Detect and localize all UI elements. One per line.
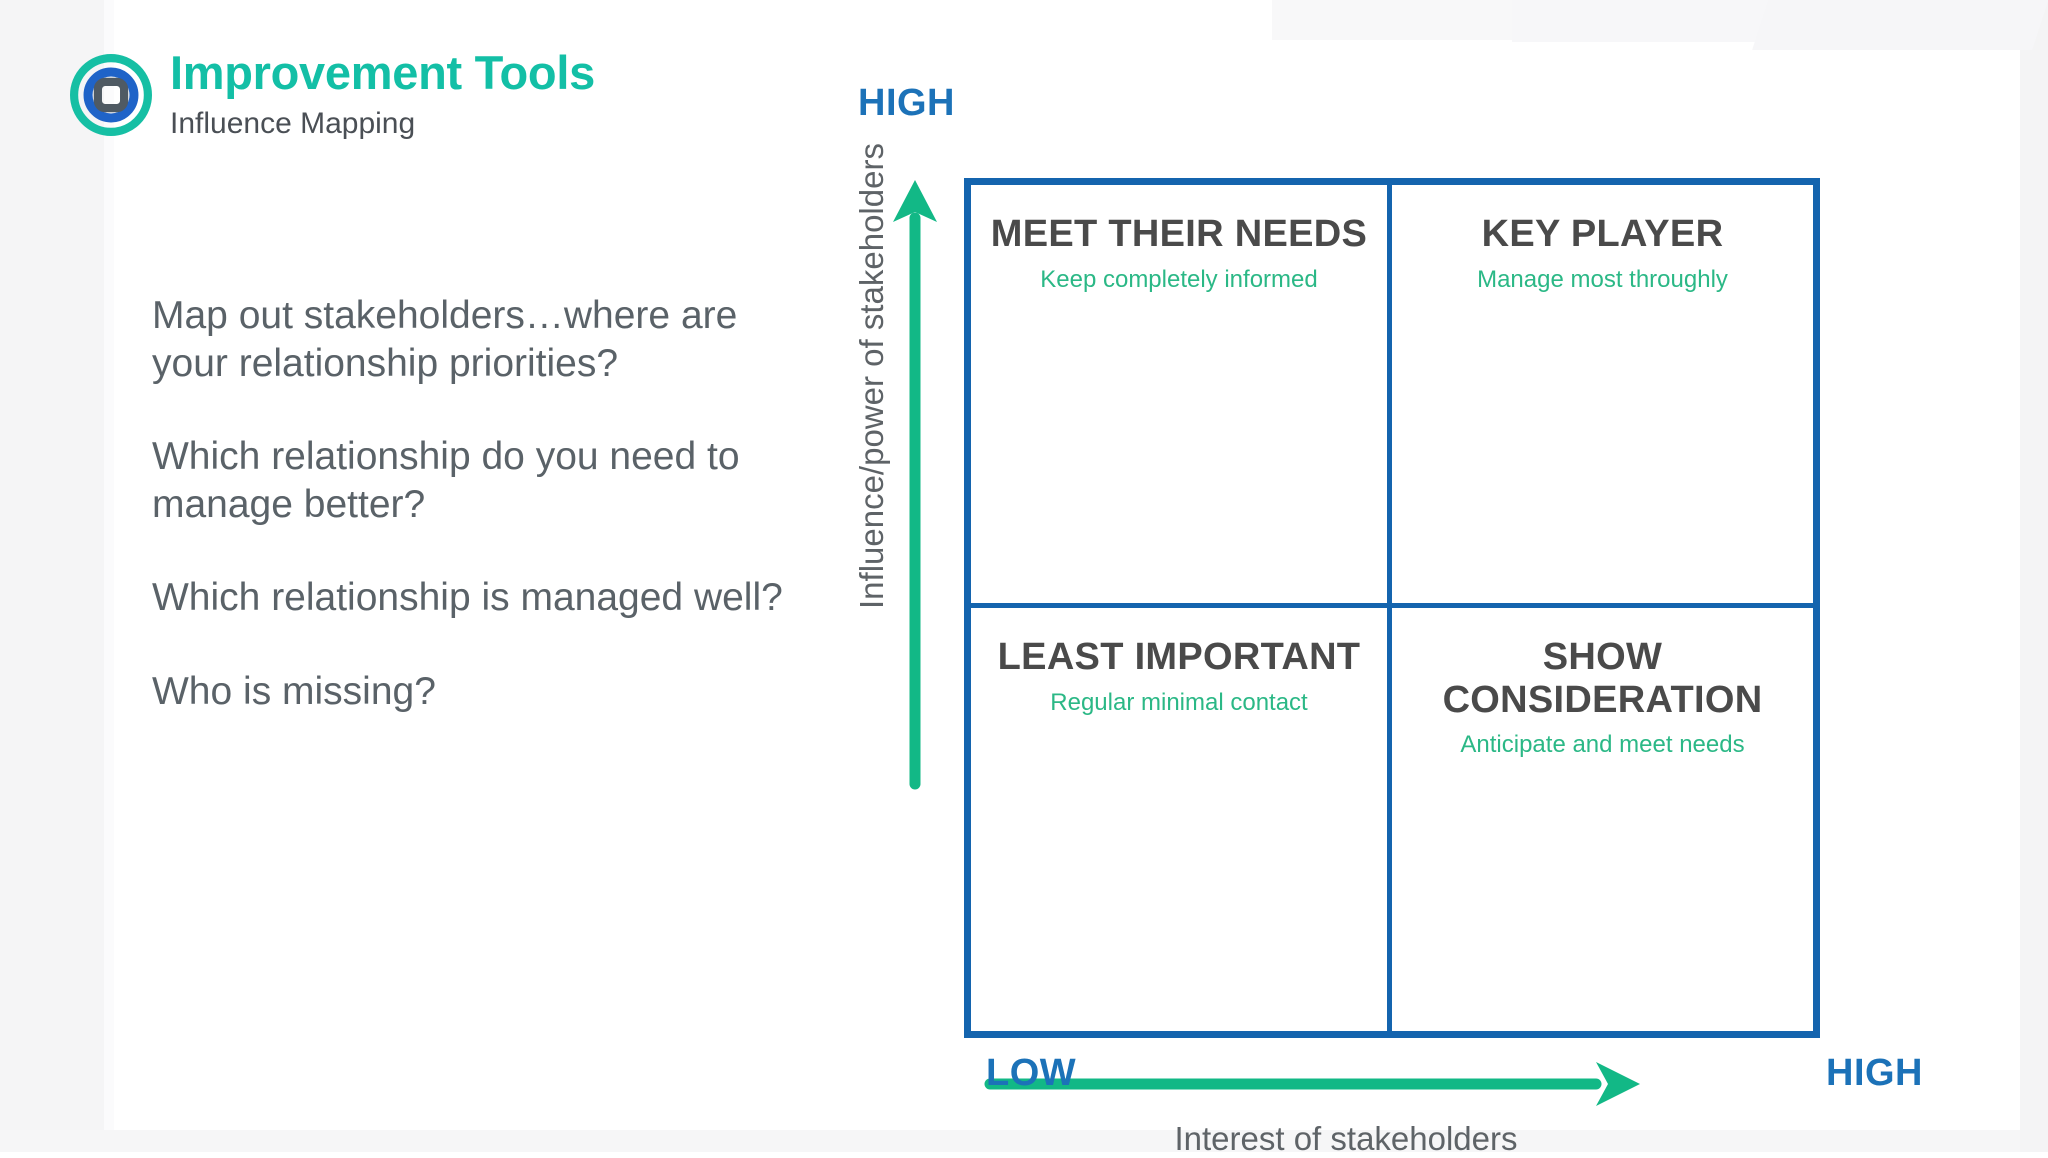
x-axis-high-label: HIGH	[1826, 1052, 1923, 1094]
decorative-corner-shape-3	[1752, 0, 2048, 50]
x-axis-arrow-icon	[984, 1062, 1640, 1106]
quadrant-subtitle: Keep completely informed	[1040, 265, 1318, 293]
quadrant-subtitle: Regular minimal contact	[1050, 688, 1308, 716]
quadrant-key-player[interactable]: KEY PLAYER Manage most throughly	[1392, 185, 1813, 608]
quadrant-title: SHOW CONSIDERATION	[1442, 636, 1763, 721]
quadrant-title: MEET THEIR NEEDS	[990, 213, 1368, 255]
quadrant-title: KEY PLAYER	[1481, 213, 1724, 255]
quadrant-title: LEAST IMPORTANT	[997, 636, 1361, 678]
body-paragraph-4: Who is missing?	[152, 669, 436, 713]
influence-mapping-matrix: HIGH Influence/power of stakeholders MEE…	[836, 60, 1996, 1157]
y-axis-arrow-icon	[893, 180, 937, 790]
quadrant-subtitle: Manage most throughly	[1477, 265, 1728, 293]
decorative-right-band	[2020, 0, 2048, 1152]
quadrant-subtitle: Anticipate and meet needs	[1460, 731, 1745, 759]
x-axis-low-label: LOW	[986, 1052, 1077, 1094]
decorative-corner-shape-2	[1512, 0, 1802, 42]
y-axis-high-label: HIGH	[858, 82, 955, 124]
body-paragraph-1: Map out stakeholders…where are your rela…	[152, 294, 738, 385]
body-copy-block: Map out stakeholders…where are your rela…	[152, 292, 792, 715]
slide-header: Improvement Tools Influence Mapping	[70, 48, 595, 140]
quadrant-show-consideration[interactable]: SHOW CONSIDERATION Anticipate and meet n…	[1392, 608, 1813, 1031]
page-subtitle: Influence Mapping	[170, 107, 416, 141]
target-bullseye-icon	[70, 54, 152, 136]
y-axis-title: Influence/power of stakeholders	[853, 143, 890, 609]
decorative-left-band	[0, 0, 104, 1152]
quadrant-meet-their-needs[interactable]: MEET THEIR NEEDS Keep completely informe…	[971, 185, 1392, 608]
decorative-left-inner-band	[104, 0, 114, 1152]
matrix-grid: MEET THEIR NEEDS Keep completely informe…	[964, 178, 1820, 1038]
header-text-block: Improvement Tools Influence Mapping	[170, 46, 595, 141]
body-paragraph-3: Which relationship is managed well?	[152, 576, 783, 620]
body-paragraph-2: Which relationship do you need to manage…	[152, 435, 740, 526]
decorative-bottom-band	[0, 1130, 2048, 1152]
quadrant-least-important[interactable]: LEAST IMPORTANT Regular minimal contact	[971, 608, 1392, 1031]
page-title: Improvement Tools	[170, 46, 595, 99]
x-axis-title: Interest of stakeholders	[1174, 1120, 1518, 1157]
